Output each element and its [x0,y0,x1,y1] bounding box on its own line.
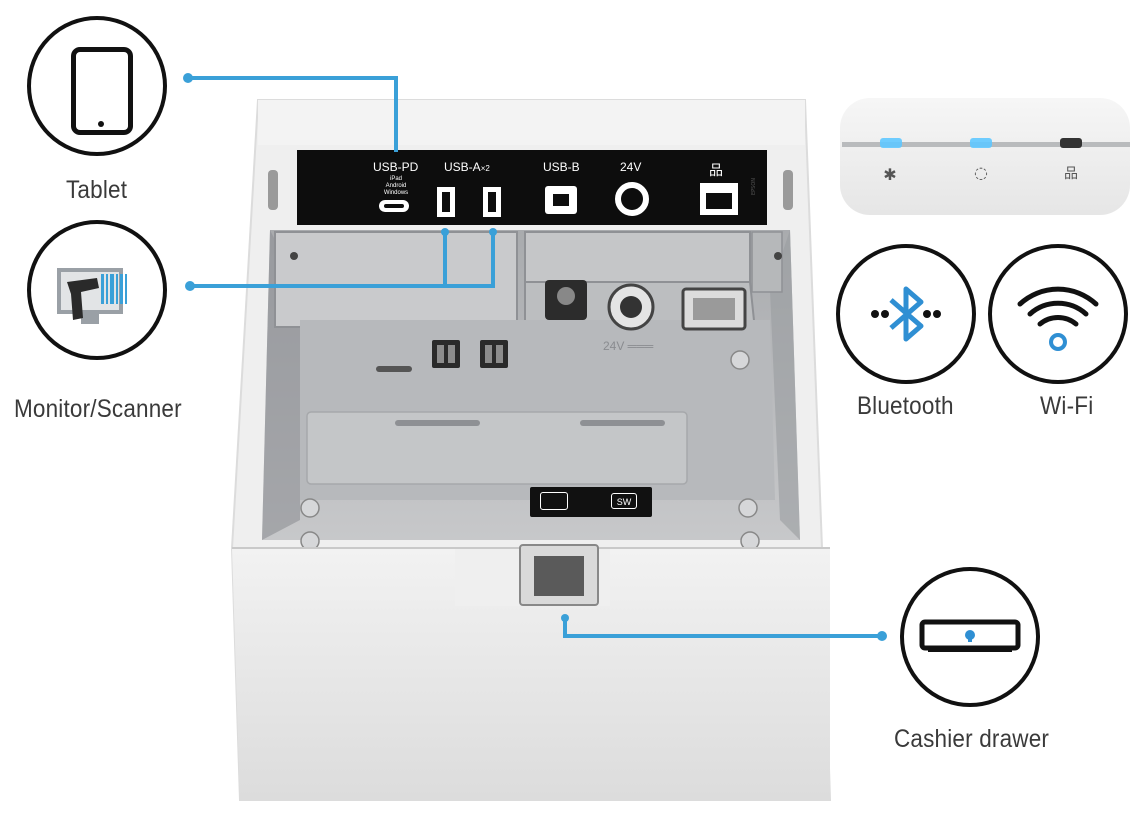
usb-a-label-text: USB-A [444,160,481,174]
lan-port-icon [700,183,738,215]
svg-text:✱: ✱ [883,165,896,184]
tablet-icon [71,47,133,135]
power-label: 24V [620,160,642,174]
lan-icon: 品 [709,162,723,178]
usb-pd-os-windows: Windows [383,190,409,196]
wifi-label: Wi-Fi [1040,392,1094,420]
usb-a-port-icon [437,187,455,217]
usb-a-label: USB-A×2 [444,160,490,174]
power-inlet-label: 24V ═══ [603,339,654,353]
monitor-scanner-label: Monitor/Scanner [14,395,182,423]
cash-drawer-icon [919,619,1021,652]
bluetooth-icon [871,286,941,342]
svg-text:◌: ◌ [974,163,988,182]
wifi-circle [988,244,1128,384]
cash-drawer-port-icon [540,492,568,510]
tablet-label: Tablet [66,176,128,204]
svg-text:EPSON: EPSON [751,178,757,195]
bluetooth-label: Bluetooth [857,392,954,420]
usb-pd-os-ipad: iPad [389,176,402,182]
wifi-icon [1017,286,1099,351]
cashier-drawer-label: Cashier drawer [894,725,1050,753]
bluetooth-circle [836,244,976,384]
power-port-icon [615,182,649,216]
usb-a-multiplier: ×2 [480,164,490,173]
usb-c-port-icon [379,200,409,212]
barcode-scanner-monitor-icon [57,268,127,324]
svg-text:品: 品 [1064,166,1078,182]
sw-label: SW [611,493,637,509]
monitor-scanner-circle [27,220,167,360]
usb-b-port-icon [545,186,577,214]
tablet-circle [27,16,167,156]
usb-b-label: USB-B [543,160,580,174]
usb-pd-os-android: Android [385,183,407,189]
usb-a-port-icon [483,187,501,217]
usb-pd-label: USB-PD [373,160,419,174]
usb-pd-os-list: iPad Android Windows [370,176,422,197]
cashier-drawer-circle [900,567,1040,707]
